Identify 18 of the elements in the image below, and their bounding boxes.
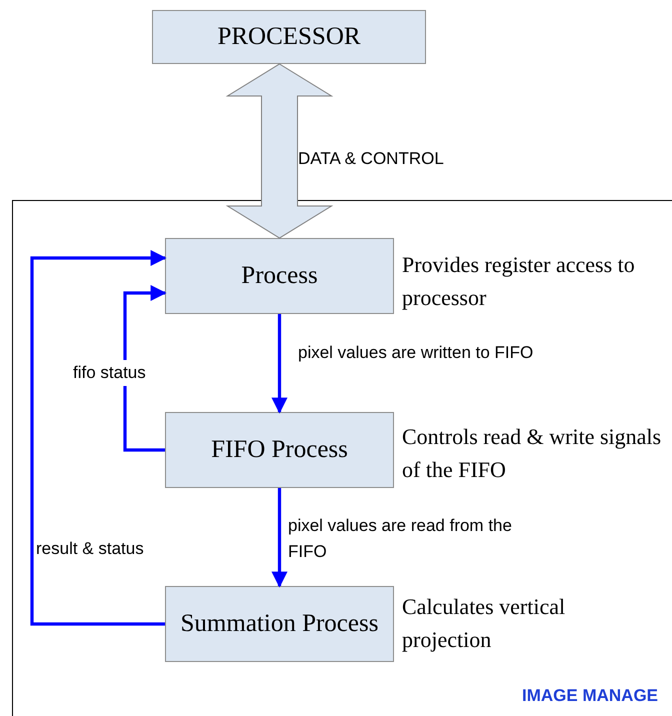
process-box — [152, 10, 426, 64]
process-label: Process — [241, 260, 318, 291]
process-description: Calculates vertical projection — [402, 593, 566, 654]
process-box — [165, 238, 394, 314]
process-description: Provides register access to processor — [402, 251, 636, 312]
process-label: FIFO Process — [211, 434, 348, 465]
process-box — [165, 412, 394, 488]
process-box — [165, 586, 394, 662]
module-frame — [12, 200, 672, 716]
arrow — [123, 285, 167, 452]
process-label: Summation Process — [180, 608, 378, 639]
module-title: IMAGE MANAGE — [522, 686, 658, 706]
arrow — [272, 314, 288, 414]
double-arrow — [226, 63, 334, 239]
arrow — [30, 250, 167, 626]
process-description: Controls read & write signals of the FIFO — [402, 423, 662, 484]
arrow — [272, 488, 288, 588]
process-label: PROCESSOR — [217, 22, 361, 52]
